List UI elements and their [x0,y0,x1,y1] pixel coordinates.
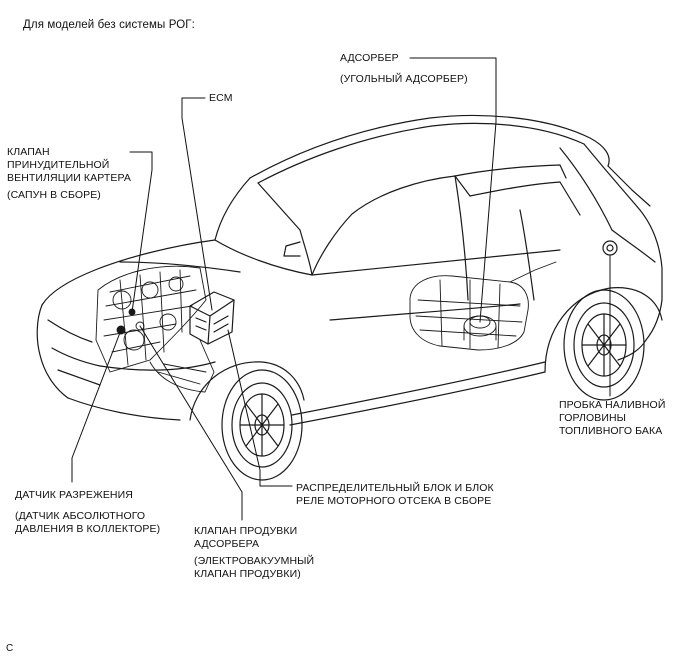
label-fuel-cap: ПРОБКА НАЛИВНОЙ ГОРЛОВИНЫ ТОПЛИВНОГО БАК… [559,399,665,438]
label-fuel-cap-line3: ТОПЛИВНОГО БАКА [559,425,663,437]
label-ecm-line1: ECM [209,92,233,104]
engine-assembly [95,265,215,393]
label-pcv-line4: (САПУН В СБОРЕ) [7,189,101,201]
label-fuel-cap-line2: ГОРЛОВИНЫ [559,412,627,424]
car-body-outline [36,114,663,426]
label-purge-line2: АДСОРБЕРА [194,538,260,550]
label-canister-line2: (УГОЛЬНЫЙ АДСОРБЕР) [340,73,468,85]
label-purge-vsv: КЛАПАН ПРОДУВКИ АДСОРБЕРА (ЭЛЕКТРОВАКУУМ… [194,525,314,581]
label-pcv-valve: КЛАПАН ПРИНУДИТЕЛЬНОЙ ВЕНТИЛЯЦИИ КАРТЕРА… [7,146,131,202]
label-canister: АДСОРБЕР (УГОЛЬНЫЙ АДСОРБЕР) [340,52,468,86]
label-relay-line1: РАСПРЕДЕЛИТЕЛЬНЫЙ БЛОК И БЛОК [296,482,494,494]
label-pcv-line3: ВЕНТИЛЯЦИИ КАРТЕРА [7,172,131,184]
label-pcv-line2: ПРИНУДИТЕЛЬНОЙ [7,159,110,171]
label-relay-block: РАСПРЕДЕЛИТЕЛЬНЫЙ БЛОК И БЛОК РЕЛЕ МОТОР… [296,482,494,508]
label-vacuum-line1: ДАТЧИК РАЗРЕЖЕНИЯ [15,489,133,501]
label-pcv-line1: КЛАПАН [7,146,50,158]
label-purge-line4: КЛАПАН ПРОДУВКИ) [194,568,301,580]
label-canister-line1: АДСОРБЕР [340,52,399,64]
fuel-tank-and-canister [409,261,557,351]
label-fuel-cap-line1: ПРОБКА НАЛИВНОЙ [559,399,666,411]
label-purge-line3: (ЭЛЕКТРОВАКУУМНЫЙ [194,555,315,567]
corner-mark: C [6,643,14,654]
label-vacuum-line2: (ДАТЧИК АБСОЛЮТНОГО [15,510,146,522]
ecm-and-relay-block [189,291,235,345]
label-ecm: ECM [209,92,233,105]
front-wheel [221,369,303,481]
label-vacuum-line3: ДАВЛЕНИЯ В КОЛЛЕКТОРЕ) [15,523,161,535]
page-caption: Для моделей без системы РОГ: [23,19,195,31]
label-purge-line1: КЛАПАН ПРОДУВКИ [194,525,298,537]
label-relay-line2: РЕЛЕ МОТОРНОГО ОТСЕКА В СБОРЕ [296,495,492,507]
label-vacuum-sensor: ДАТЧИК РАЗРЕЖЕНИЯ (ДАТЧИК АБСОЛЮТНОГО ДА… [15,489,160,536]
rear-wheel [563,289,645,401]
leader-lines [71,57,611,521]
